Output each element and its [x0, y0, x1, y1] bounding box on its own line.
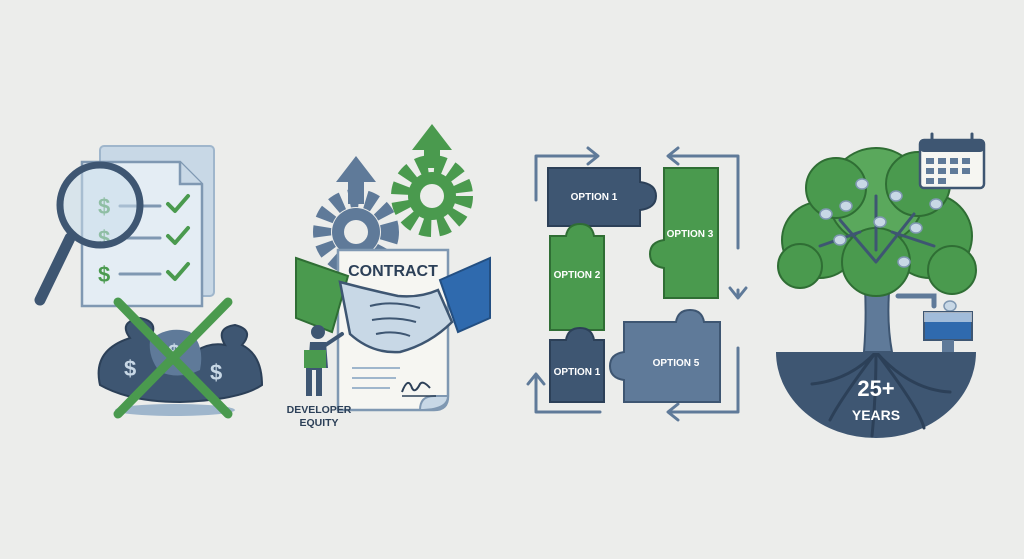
developer-label: DEVELOPER: [287, 404, 352, 416]
puzzle-piece-icon: OPTION 1: [549, 326, 605, 403]
puzzle-piece-icon: OPTION 1: [547, 167, 658, 227]
green-sleeve: [295, 256, 350, 334]
magnifying-glass-icon: [34, 161, 144, 306]
blue-sleeve: [438, 256, 491, 334]
dollar-sign-icon: $: [124, 356, 136, 381]
years-label: YEARS: [852, 407, 900, 423]
option-label: OPTION 1: [554, 367, 601, 378]
checkmark-icon: [166, 194, 190, 213]
panel-longevity: 25+ YEARS: [776, 132, 986, 438]
audit-row-3: $: [98, 262, 190, 287]
option-label: OPTION 2: [554, 270, 601, 281]
years-value: 25+: [857, 376, 894, 401]
gear-icon: [391, 155, 473, 237]
option-label: OPTION 1: [571, 192, 618, 203]
up-arrow-icon: [336, 156, 376, 204]
coin-icon: [819, 178, 943, 268]
calendar-icon: [918, 132, 986, 190]
dollar-sign-icon: $: [210, 360, 222, 385]
roots-icon: [810, 350, 952, 438]
handshake-icon: [338, 280, 454, 354]
cross-out-icon: [113, 297, 233, 419]
checkmark-icon: [166, 226, 190, 245]
dollar-sign-icon: $: [98, 262, 110, 287]
equity-label: EQUITY: [299, 417, 338, 429]
water-tank-icon: [895, 293, 973, 352]
signature-icon: [401, 381, 431, 393]
option-label: OPTION 5: [653, 358, 700, 369]
option-label: OPTION 3: [667, 229, 714, 240]
puzzle-piece-icon: OPTION 2: [549, 222, 605, 331]
panel-options: OPTION 1 OPTION 3 OPTION 2 OPTION 1 OPTI…: [526, 146, 748, 422]
puzzle-piece-icon: OPTION 5: [608, 308, 721, 403]
up-arrow-icon: [412, 124, 452, 168]
puzzle-piece-icon: OPTION 3: [648, 167, 719, 299]
panel-audit: $ $ $ $ $ $: [34, 145, 264, 419]
cycle-arrow-icon: [526, 146, 748, 422]
checkmark-icon: [166, 262, 190, 281]
panel-contract: CONTRACT DEVELOPER EQUITY: [287, 124, 491, 429]
person-icon: [304, 325, 344, 396]
contract-title: CONTRACT: [348, 263, 438, 280]
